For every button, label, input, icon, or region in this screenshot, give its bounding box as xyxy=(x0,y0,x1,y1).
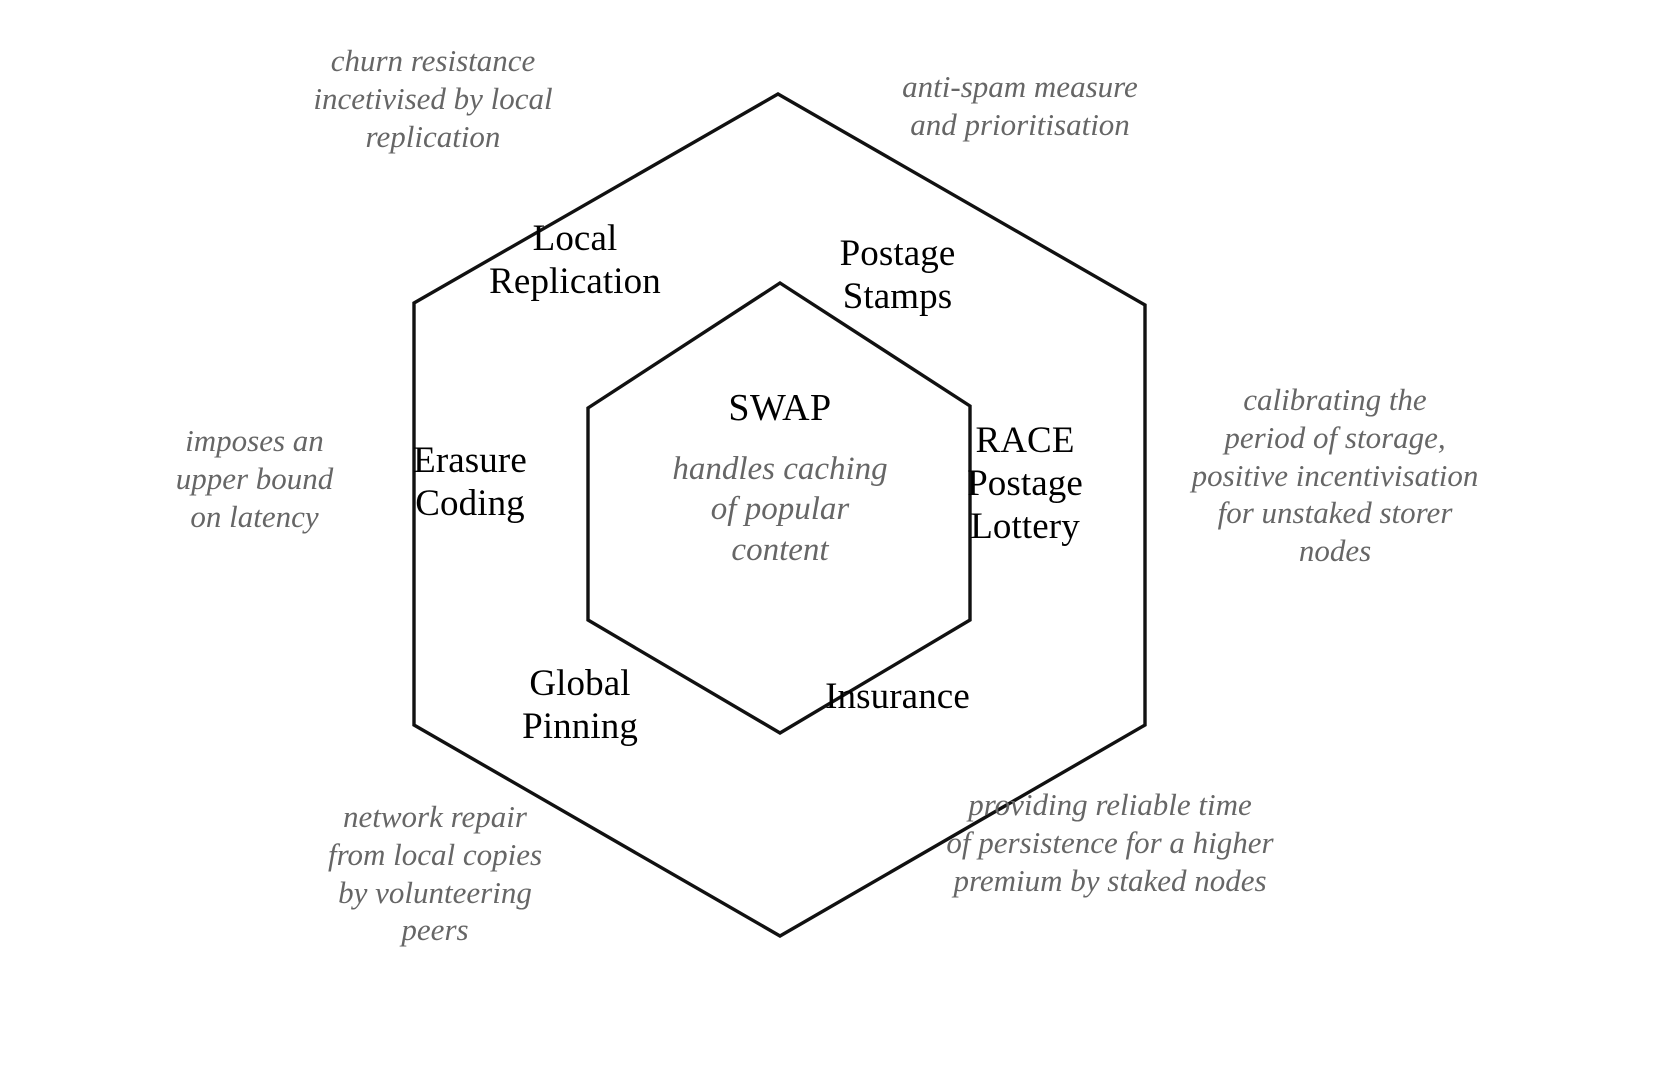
inner-hexagon-shape xyxy=(586,280,972,735)
annotation-calibrating-storage: calibrating the period of storage, posit… xyxy=(1191,382,1479,569)
outer-hexagon-shape xyxy=(412,92,1147,938)
node-label-global-pinning: Global Pinning xyxy=(522,663,638,747)
annotation-anti-spam: anti-spam measure and prioritisation xyxy=(902,69,1138,142)
node-label-insurance: Insurance xyxy=(825,676,970,717)
annotation-insurance-persistence: providing reliable time of persistence f… xyxy=(946,787,1274,898)
core-description: handles caching of popular content xyxy=(672,451,888,568)
node-label-erasure-coding: Erasure Coding xyxy=(413,440,527,524)
annotation-latency-bound: imposes an upper bound on latency xyxy=(175,423,334,534)
core-title: SWAP xyxy=(728,387,832,429)
annotation-churn-resistance: churn resistance incetivised by local re… xyxy=(313,43,553,154)
annotation-network-repair: network repair from local copies by volu… xyxy=(327,799,543,948)
node-label-race-postage-lottery: RACE Postage Lottery xyxy=(967,420,1083,547)
node-label-postage-stamps: Postage Stamps xyxy=(839,233,956,317)
node-label-local-replication: Local Replication xyxy=(489,218,661,302)
